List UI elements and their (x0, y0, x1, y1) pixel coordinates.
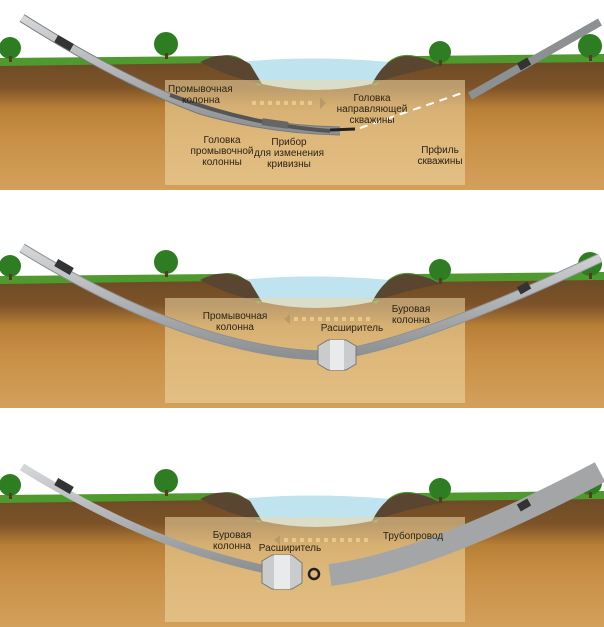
reamer (317, 339, 357, 371)
swivel-icon (307, 567, 321, 581)
drill-rig-icon (54, 35, 74, 51)
drill-rig-icon (54, 478, 74, 494)
ground-scene (0, 218, 604, 408)
exit-clamp-icon (516, 281, 532, 295)
pilot-head (329, 127, 356, 132)
direction-arrow-left (284, 314, 370, 324)
drill-string-pipe (19, 463, 276, 575)
label-pipeline: Трубопровод (383, 530, 443, 542)
exit-pipe (468, 18, 602, 100)
drill-rig-icon (54, 259, 74, 275)
pipeline (328, 462, 604, 586)
curvature-device (261, 118, 289, 129)
borehole-profile-line (359, 91, 466, 129)
ground-scene (0, 437, 604, 627)
direction-arrow-left (274, 535, 368, 545)
label-reamer: Расширитель (321, 323, 383, 334)
label-reamer: Расширитель (259, 543, 321, 554)
exit-clamp-icon (516, 57, 532, 71)
wash-head (169, 93, 331, 133)
direction-arrow-right (252, 97, 326, 109)
reamer (261, 554, 303, 590)
exit-clamp-icon (516, 498, 532, 512)
